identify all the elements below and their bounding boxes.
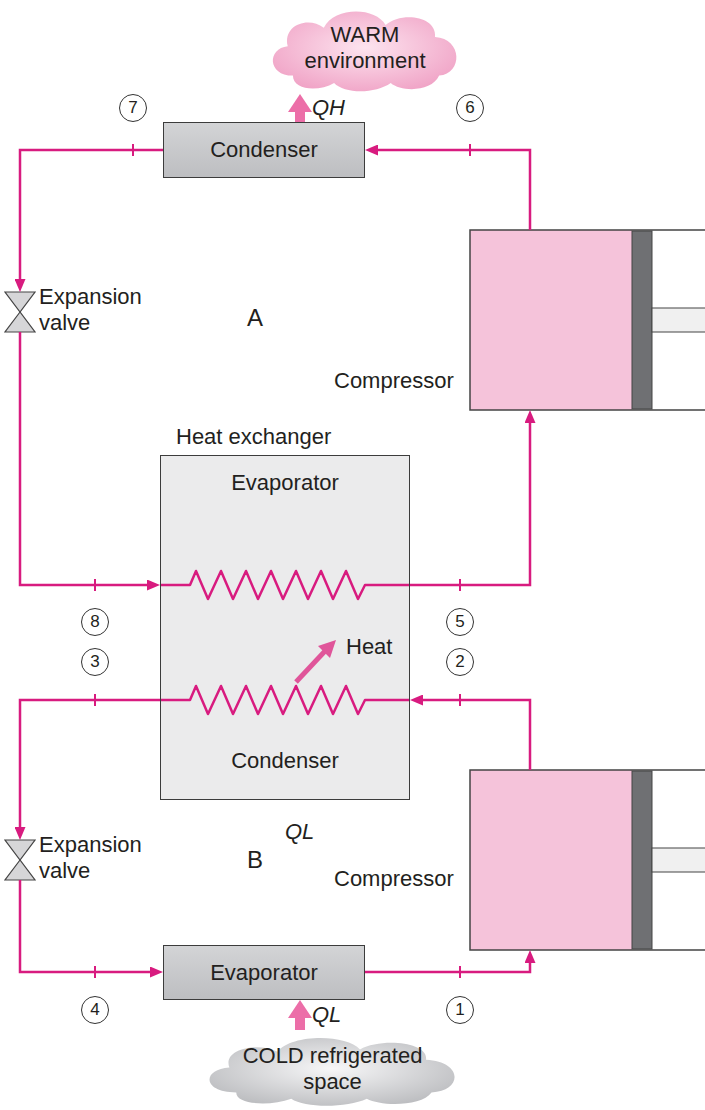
heat-flow-arrow xyxy=(295,1018,305,1030)
refrigerant-pipe xyxy=(20,700,160,827)
compressor-symbol xyxy=(470,230,705,410)
heat-arrow-shaft xyxy=(296,650,326,682)
heat-flow-arrow xyxy=(295,112,305,122)
refrigerant-pipe xyxy=(20,880,150,972)
node-label: COLD refrigerated space xyxy=(225,1043,440,1095)
node-label: Compressor xyxy=(334,368,464,394)
node-label: Evaporator xyxy=(210,960,318,986)
valve-half xyxy=(5,860,35,880)
refrigerant-pipe xyxy=(423,700,530,770)
cycle-letter: B xyxy=(247,846,263,874)
refrigerant-pipe xyxy=(378,150,530,230)
expansion-valve-symbol xyxy=(5,840,35,880)
compressor: Compressor xyxy=(470,230,703,410)
expansion-valve-symbol xyxy=(5,292,35,332)
heat-exchanger-fill xyxy=(160,455,410,800)
cycle-letter: A xyxy=(247,304,263,332)
evaporator-coil xyxy=(160,571,410,599)
node-label: Heat exchanger xyxy=(176,424,376,450)
callout-number: 4 xyxy=(81,996,109,1024)
cylinder-gas xyxy=(470,230,632,410)
callout-number: 2 xyxy=(446,648,474,676)
cloud-outline xyxy=(273,12,457,92)
valve-half xyxy=(5,292,35,312)
expansion-valve: Expansion valve xyxy=(5,840,35,880)
valve-half xyxy=(5,840,35,860)
node-label: WARM environment xyxy=(290,22,440,74)
node-label: Evaporator xyxy=(161,470,409,496)
expansion-valve: Expansion valve xyxy=(5,292,35,332)
condenser-box: Condenser xyxy=(163,122,365,178)
callout-number: 8 xyxy=(81,608,109,636)
node-label: Compressor xyxy=(334,866,464,892)
callout-number: 5 xyxy=(446,608,474,636)
cylinder-gas xyxy=(470,770,632,950)
condenser-coil xyxy=(160,686,410,714)
node-label: Condenser xyxy=(161,748,409,774)
piston xyxy=(632,771,652,949)
piston-rod xyxy=(652,308,705,332)
heat-exchanger-box: Heat exchangerEvaporatorHeatCondenser xyxy=(160,455,410,800)
heat-label: QL xyxy=(312,1002,341,1028)
refrigerant-pipe xyxy=(20,150,163,279)
refrigerant-pipe xyxy=(410,423,530,585)
heat-label: QH xyxy=(312,95,345,121)
node-label: Expansion valve xyxy=(39,832,159,884)
refrigerant-pipe xyxy=(20,332,147,585)
heat-label: QL xyxy=(285,819,314,845)
node-label: Condenser xyxy=(210,137,318,163)
heat-arrow-head xyxy=(318,640,336,658)
callout-number: 7 xyxy=(119,94,147,122)
piston xyxy=(632,231,652,409)
refrigerant-pipe xyxy=(365,963,530,972)
callout-number: 1 xyxy=(446,996,474,1024)
compressor-symbol xyxy=(470,770,705,950)
compressor: Compressor xyxy=(470,770,703,950)
cloud-outline xyxy=(210,1038,455,1106)
piston-rod xyxy=(652,848,705,872)
callout-number: 6 xyxy=(456,94,484,122)
evaporator-box: Evaporator xyxy=(163,945,365,1000)
valve-half xyxy=(5,312,35,332)
callout-number: 3 xyxy=(81,648,109,676)
state-ticks xyxy=(95,144,470,978)
cold-space-cloud: COLD refrigerated space xyxy=(195,1030,470,1108)
node-label: Heat xyxy=(346,634,392,660)
warm-environment-cloud: WARM environment xyxy=(262,2,468,94)
node-label: Expansion valve xyxy=(39,284,159,336)
